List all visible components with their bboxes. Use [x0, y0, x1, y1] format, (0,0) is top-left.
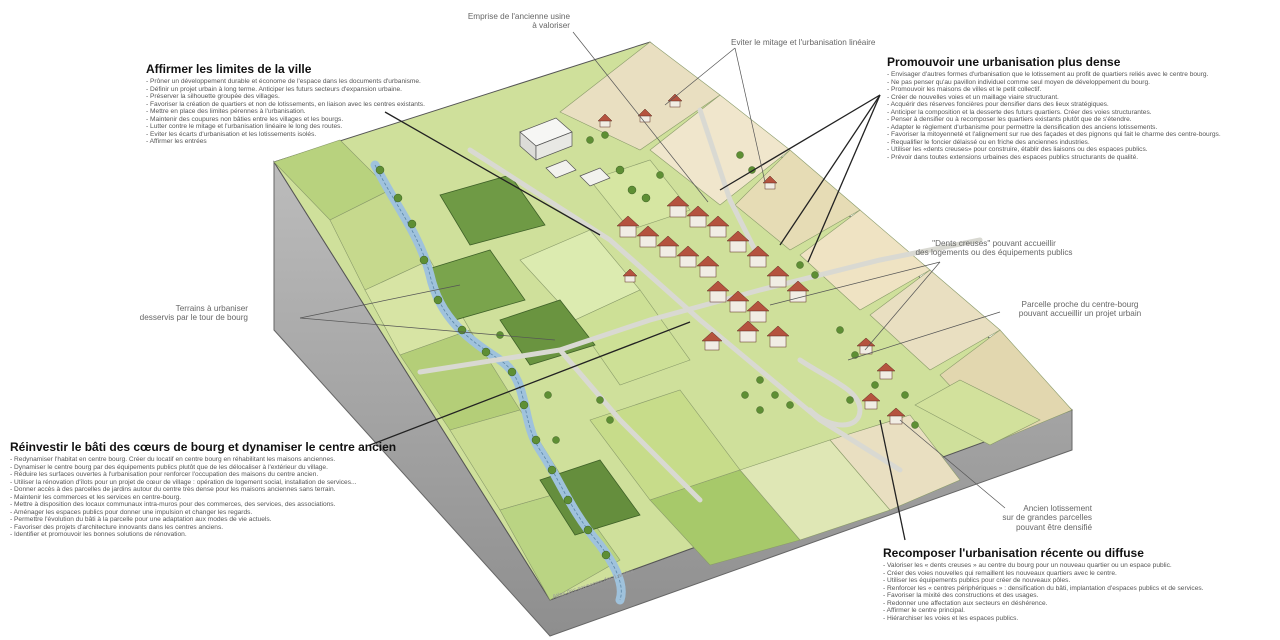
reinvestir-block: Réinvestir le bâti des cœurs de bourg et… [10, 440, 396, 539]
list-item: - Mettre en place des limites pérennes à… [146, 108, 306, 116]
field-parcels [273, 41, 1073, 601]
label-terrains: Terrains à urbaniser desservis par le to… [139, 304, 248, 323]
list-item: - Créer des voies nouvelles qui remaille… [883, 569, 1117, 577]
list-item: - Lutter contre le mitage et l'urbanisat… [146, 123, 343, 131]
list-item: - Préserver la silhouette groupée des vi… [146, 93, 280, 101]
list-item: - Promouvoir les maisons de villes et le… [887, 86, 1042, 94]
list-item: - Anticiper la composition et la dessert… [887, 108, 1152, 116]
thin-leader-lines [299, 31, 1006, 509]
list-item: - Identifier et promouvoir les bonnes so… [10, 531, 187, 539]
promouvoir-block: Promouvoir une urbanisation plus dense -… [887, 55, 1221, 162]
trees [375, 131, 919, 560]
list-item: - Donner accès à des parcelles de jardin… [10, 486, 336, 494]
label-mitage: Eviter le mitage et l'urbanisation linéa… [731, 38, 876, 47]
list-item: - Prévoir dans toutes extensions urbaine… [887, 154, 1139, 162]
list-item: - Favoriser la création de quartiers et … [146, 100, 425, 108]
list-item: - Créer de nouvelles voies et un maillag… [887, 93, 1059, 101]
leader-lines [369, 94, 906, 541]
list-item: - Acquérir des réserves foncières pour d… [887, 101, 1109, 109]
list-item: - Permettre l'évolution du bâti à la par… [10, 516, 272, 524]
recomposer-block: Recomposer l'urbanisation récente ou dif… [883, 546, 1204, 622]
label-lotissement: Ancien lotissement sur de grandes parcel… [1002, 504, 1092, 532]
list-item: - Aménager les espaces publics pour donn… [10, 508, 253, 516]
affirmer-list: - Prôner un développement durable et éco… [146, 78, 425, 146]
affirmer-title: Affirmer les limites de la ville [146, 62, 312, 76]
list-item: - Penser à densifier ou à recomposer les… [887, 116, 1132, 124]
roads [417, 107, 983, 503]
label-dents-creuses: "Dents creuses" pouvant accueillir des l… [915, 239, 1073, 258]
list-item: - Redonner une affectation aux secteurs … [883, 599, 1048, 607]
list-item: - Prôner un développement durable et éco… [146, 78, 421, 85]
list-item: - Mettre à disposition des locaux commun… [10, 501, 336, 509]
hedged-fields [424, 174, 641, 536]
list-item: - Affirmer les entrées [146, 138, 207, 146]
list-item: - Requalifier le foncier délaissé ou en … [887, 138, 1090, 146]
recomposer-list: - Valoriser les « dents creuses » au cen… [883, 562, 1204, 622]
list-item: - Utiliser les «dents creuses» pour cons… [887, 146, 1148, 154]
list-item: - Favoriser la mixité des constructions … [883, 592, 1039, 600]
river-bank [374, 164, 622, 601]
label-parcelle: Parcelle proche du centre-bourg pouvant … [1018, 300, 1142, 319]
list-item: - Eviter les écarts d'urbanisation et le… [146, 130, 317, 138]
list-item: - Dynamiser le centre bourg par des équi… [10, 463, 328, 471]
list-item: - Hiérarchiser les voies et les espaces … [883, 614, 1019, 622]
list-item: - Envisager d'autres formes d'urbanisati… [887, 71, 1209, 78]
list-item: - Ne pas penser qu'au pavillon individue… [887, 78, 1150, 86]
list-item: - Renforcer les « centres périphériques … [883, 584, 1204, 592]
list-item: - Réduire les surfaces ouvertes à l'urba… [10, 471, 319, 479]
recomposer-title: Recomposer l'urbanisation récente ou dif… [883, 546, 1144, 560]
list-item: - Favoriser la mitoyenneté et l'aligneme… [887, 131, 1221, 139]
list-item: - Utiliser les équipements publics pour … [883, 577, 1071, 585]
list-item: - Utiliser la rénovation d'îlots pour un… [10, 478, 357, 486]
promouvoir-title: Promouvoir une urbanisation plus dense [887, 55, 1121, 69]
list-item: - Redynamiser l'habitat en centre bourg.… [10, 456, 336, 463]
affirmer-block: Affirmer les limites de la ville - Prône… [146, 62, 425, 146]
former-factory [519, 117, 611, 187]
promouvoir-list: - Envisager d'autres formes d'urbanisati… [887, 71, 1221, 162]
list-item: - Adapter le règlement d'urbanisme pour … [887, 123, 1158, 131]
list-item: - Affirmer le centre principal. [883, 607, 965, 615]
label-usine: Emprise de l'ancienne usine à valoriser [467, 12, 570, 31]
list-item: - Favoriser des projets d'architecture i… [10, 523, 224, 531]
reinvestir-list: - Redynamiser l'habitat en centre bourg.… [10, 456, 396, 539]
list-item: - Définir un projet urbain à long terme.… [146, 85, 402, 93]
list-item: - Maintenir les commerces et les service… [10, 493, 182, 501]
list-item: - Valoriser les « dents creuses » au cen… [883, 562, 1172, 569]
list-item: - Maintenir des coupures non bâties entr… [146, 115, 344, 123]
reinvestir-title: Réinvestir le bâti des cœurs de bourg et… [10, 440, 397, 454]
village-houses [597, 93, 906, 425]
